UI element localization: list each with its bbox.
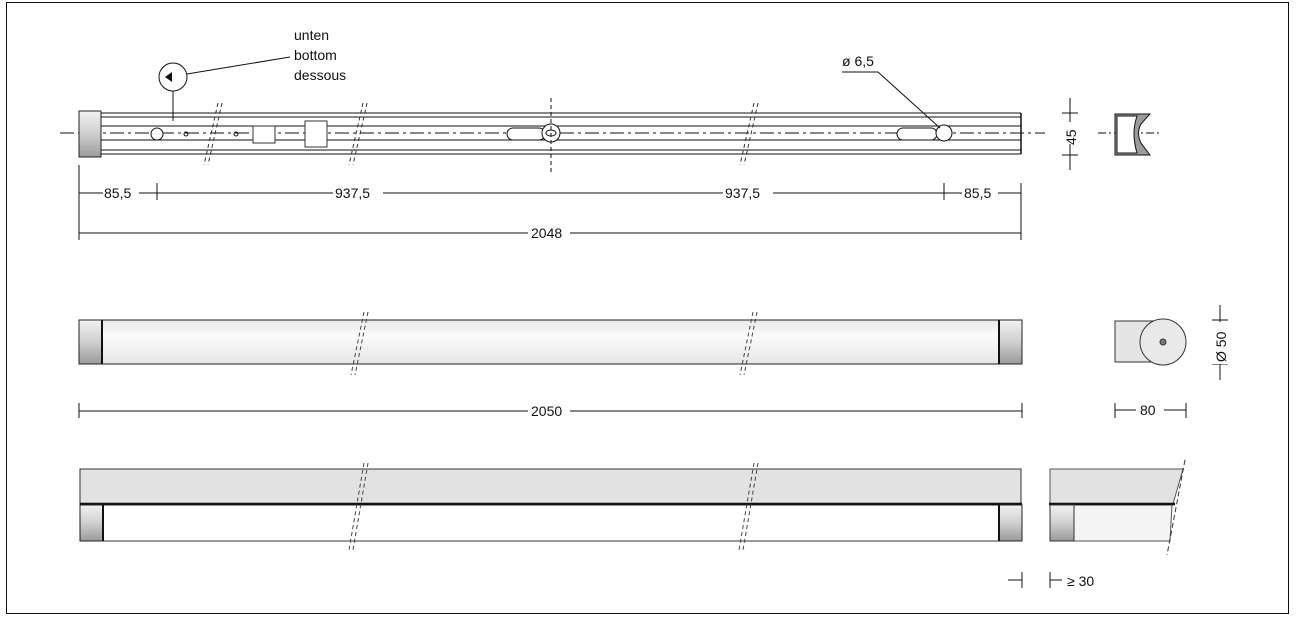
dim-diameter-50: Ø 50 [1213,331,1229,362]
dim-width-80: 80 [1140,402,1156,418]
dim-total-2050: 2050 [531,403,562,419]
bottom-label-en: bottom [294,47,337,63]
drawing-frame [6,2,1289,614]
dim-total-2048: 2048 [531,225,562,241]
profile-section [1062,98,1160,170]
bottom-label-fr: dessous [294,67,346,83]
hole-diameter-label: ø 6,5 [842,53,874,69]
bottom-label-de: unten [294,27,329,43]
dim-height-45: 45 [1063,129,1079,145]
dim-right-offset: 85,5 [964,185,991,201]
top-view-rail: unten bottom dessous ø 6,5 [60,27,1045,175]
dim-left-offset: 85,5 [104,185,131,201]
mounted-view: ≥ 30 [79,459,1186,589]
dim-left-span: 937,5 [335,185,370,201]
dim-right-span: 937,5 [725,185,760,201]
dim-clearance-30: ≥ 30 [1067,573,1094,589]
side-view-tube: 2050 Ø 50 80 [78,305,1229,419]
